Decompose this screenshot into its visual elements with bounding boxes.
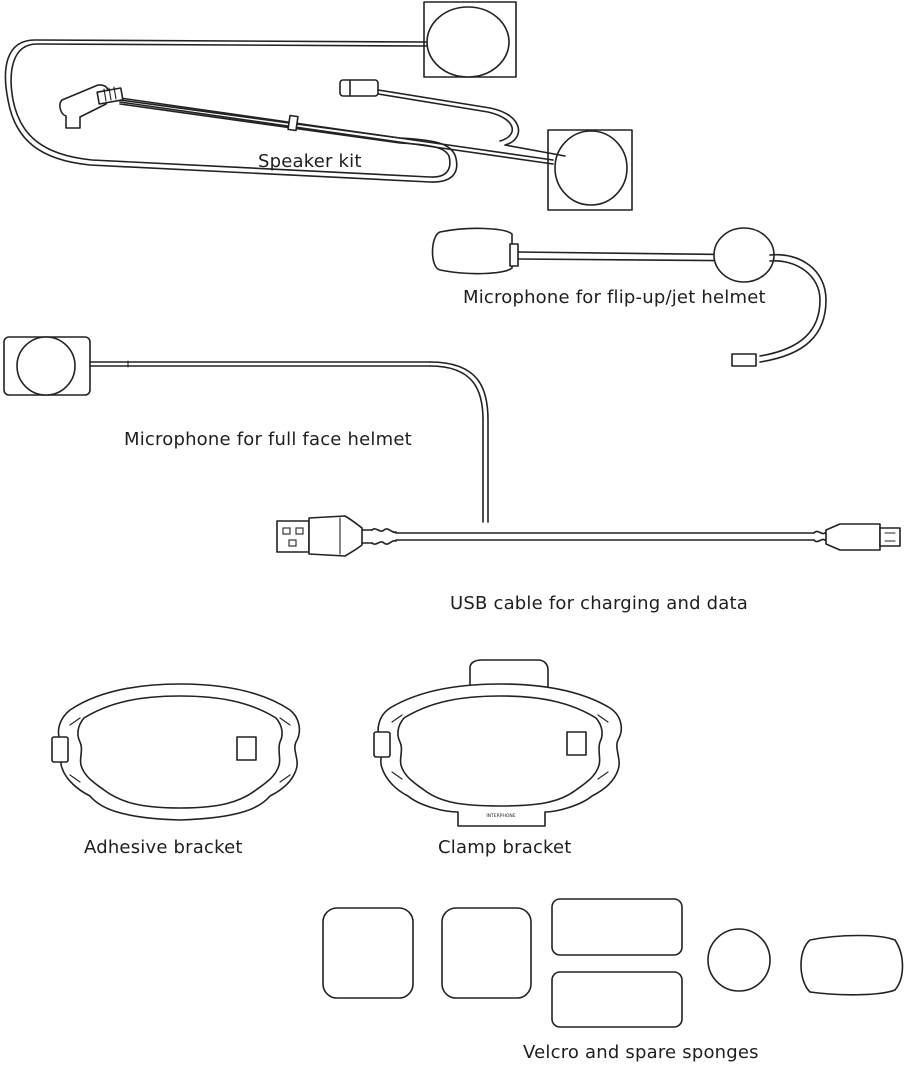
mic-flip-up-drawing (431, 227, 827, 367)
mic-full-face-drawing (3, 336, 489, 523)
adhesive-bracket-caption: Adhesive bracket (84, 837, 243, 858)
clamp-brand-mark: INTERPHONE (486, 813, 515, 819)
clamp-bracket-drawing: INTERPHONE (373, 659, 623, 827)
usb-cable-caption: USB cable for charging and data (450, 593, 749, 614)
velcro-sponges-caption: Velcro and spare sponges (523, 1042, 759, 1063)
speaker-kit-drawing (4, 1, 633, 211)
velcro-sponges-drawing (322, 898, 904, 1028)
adhesive-bracket-drawing (51, 683, 301, 821)
usb-cable-drawing (276, 515, 901, 557)
speaker-kit-caption: Speaker kit (258, 151, 362, 172)
mic-flip-up-caption: Microphone for flip-up/jet helmet (463, 287, 766, 308)
clamp-bracket-caption: Clamp bracket (438, 837, 572, 858)
mic-full-face-caption: Microphone for full face helmet (124, 429, 412, 450)
